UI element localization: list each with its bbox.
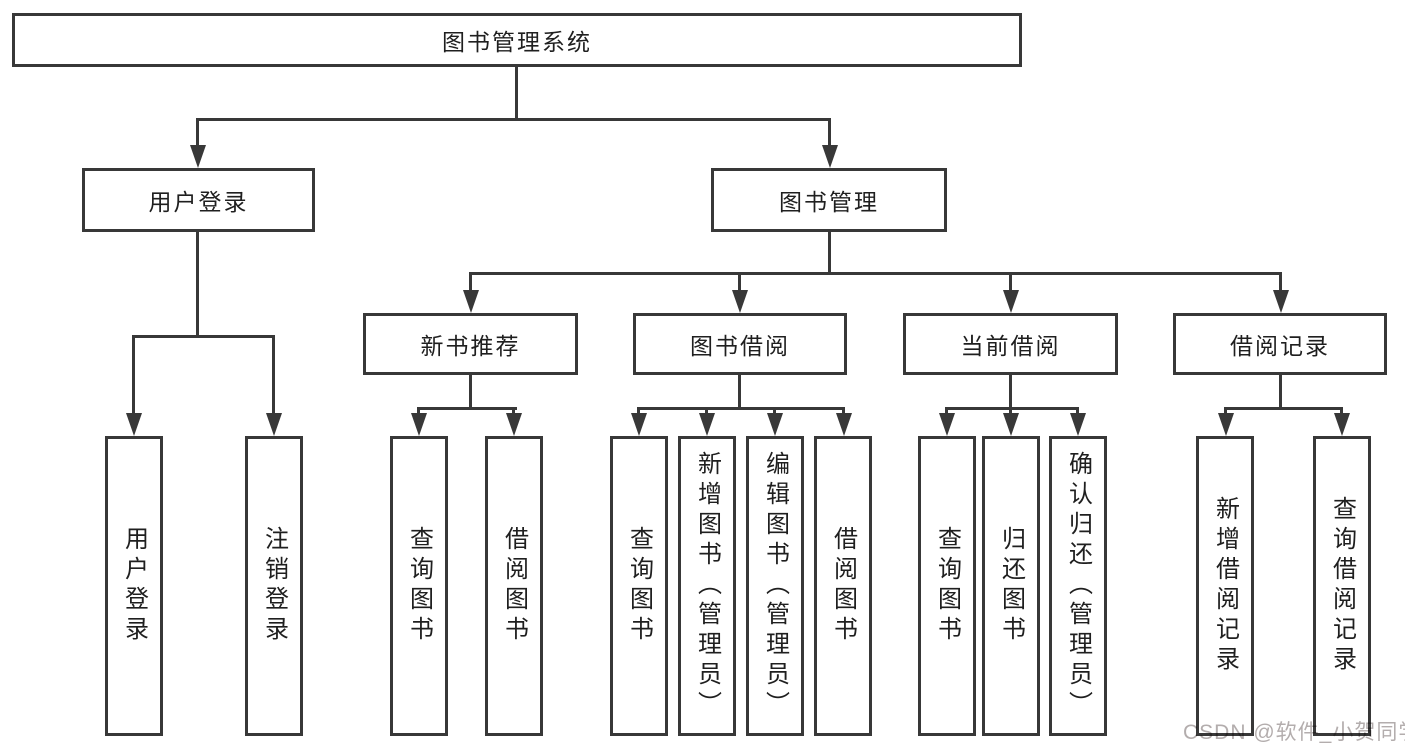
arrow-logout xyxy=(266,413,282,436)
leaf-query-books-current-label: 查询图书 xyxy=(933,526,961,646)
node-borrowing-records: 借阅记录 xyxy=(1173,313,1387,375)
node-book-management: 图书管理 xyxy=(711,168,947,232)
arrow-user-login xyxy=(190,145,206,168)
leaf-borrow-books-recommend: 借阅图书 xyxy=(485,436,543,736)
node-current-borrowing-label: 当前借阅 xyxy=(960,333,1061,359)
connector-records-rail xyxy=(1224,407,1343,410)
connector-drop-current-borrowing xyxy=(1009,272,1012,294)
connector-drop-book-borrowing xyxy=(738,272,741,294)
arrow-edit-books xyxy=(767,413,783,436)
connector-user-login-stub xyxy=(196,232,199,338)
connector-drop-add-books xyxy=(705,407,708,417)
connector-current-rail xyxy=(945,407,1079,410)
node-root: 图书管理系统 xyxy=(12,13,1022,67)
connector-drop-query-recommend xyxy=(417,407,420,417)
connector-current-stub xyxy=(1009,375,1012,410)
leaf-query-books-borrow-label: 查询图书 xyxy=(625,526,653,646)
arrow-borrow-recommend xyxy=(506,413,522,436)
leaf-query-books-borrow: 查询图书 xyxy=(610,436,668,736)
connector-drop-edit-books xyxy=(773,407,776,417)
connector-drop-borrowing-records xyxy=(1279,272,1282,294)
node-book-borrowing-label: 图书借阅 xyxy=(690,333,790,359)
arrow-login xyxy=(126,413,142,436)
leaf-borrow-books-recommend-label: 借阅图书 xyxy=(500,526,528,646)
leaf-edit-books-admin-label: 编辑图书（管理员） xyxy=(761,451,789,721)
connector-book-management-stub xyxy=(828,232,831,275)
arrow-query-record xyxy=(1334,413,1350,436)
connector-drop-query-borrow xyxy=(637,407,640,417)
connector-records-stub xyxy=(1279,375,1282,410)
connector-drop-query-current xyxy=(945,407,948,417)
connector-drop-user-login xyxy=(196,118,199,150)
arrow-query-borrow xyxy=(631,413,647,436)
arrow-book-management xyxy=(822,145,838,168)
connector-drop-book-management xyxy=(828,118,831,150)
connector-user-login-rail xyxy=(132,335,275,338)
leaf-login-label: 用户登录 xyxy=(120,526,148,646)
connector-drop-query-record xyxy=(1340,407,1343,417)
connector-drop-borrow-books xyxy=(842,407,845,417)
leaf-query-borrow-record-label: 查询借阅记录 xyxy=(1328,496,1356,676)
node-root-label: 图书管理系统 xyxy=(442,29,592,55)
leaf-query-borrow-record: 查询借阅记录 xyxy=(1313,436,1371,736)
leaf-borrow-books-label: 借阅图书 xyxy=(829,526,857,646)
node-current-borrowing: 当前借阅 xyxy=(903,313,1118,375)
node-new-book-recommend: 新书推荐 xyxy=(363,313,578,375)
connector-drop-new-book-recommend xyxy=(469,272,472,294)
leaf-logout: 注销登录 xyxy=(245,436,303,736)
connector-drop-login xyxy=(132,335,135,415)
leaf-login: 用户登录 xyxy=(105,436,163,736)
leaf-edit-books-admin: 编辑图书（管理员） xyxy=(746,436,804,736)
node-borrowing-records-label: 借阅记录 xyxy=(1230,333,1330,359)
leaf-add-books-admin: 新增图书（管理员） xyxy=(678,436,736,736)
csdn-watermark: CSDN @软件_小贺同学 xyxy=(1183,721,1405,744)
arrow-add-record xyxy=(1218,413,1234,436)
leaf-add-borrow-record-label: 新增借阅记录 xyxy=(1211,496,1239,676)
arrow-return-books xyxy=(1003,413,1019,436)
connector-book-borrow-stub xyxy=(738,375,741,410)
leaf-return-books-label: 归还图书 xyxy=(997,526,1025,646)
leaf-query-books-recommend-label: 查询图书 xyxy=(405,526,433,646)
leaf-borrow-books: 借阅图书 xyxy=(814,436,872,736)
connector-drop-borrow-recommend xyxy=(512,407,515,417)
arrow-borrow-books xyxy=(836,413,852,436)
arrow-new-book-recommend xyxy=(463,290,479,313)
connector-new-book-rail xyxy=(417,407,517,410)
connector-root-stub xyxy=(515,67,518,121)
leaf-logout-label: 注销登录 xyxy=(260,526,288,646)
node-book-management-label: 图书管理 xyxy=(779,189,879,215)
connector-drop-confirm-return xyxy=(1076,407,1079,417)
node-user-login: 用户登录 xyxy=(82,168,315,232)
leaf-confirm-return-admin: 确认归还（管理员） xyxy=(1049,436,1107,736)
leaf-add-books-admin-label: 新增图书（管理员） xyxy=(693,451,721,721)
leaf-query-books-recommend: 查询图书 xyxy=(390,436,448,736)
leaf-return-books: 归还图书 xyxy=(982,436,1040,736)
connector-drop-logout xyxy=(272,335,275,415)
connector-root-rail xyxy=(196,118,831,121)
connector-drop-return-books xyxy=(1009,407,1012,417)
connector-new-book-stub xyxy=(469,375,472,410)
connector-drop-add-record xyxy=(1224,407,1227,417)
arrow-book-borrowing xyxy=(732,290,748,313)
arrow-query-recommend xyxy=(411,413,427,436)
node-new-book-recommend-label: 新书推荐 xyxy=(420,333,521,359)
arrow-borrowing-records xyxy=(1273,290,1289,313)
arrow-query-current xyxy=(939,413,955,436)
leaf-query-books-current: 查询图书 xyxy=(918,436,976,736)
leaf-confirm-return-admin-label: 确认归还（管理员） xyxy=(1064,451,1092,721)
arrow-add-books xyxy=(699,413,715,436)
arrow-current-borrowing xyxy=(1003,290,1019,313)
connector-book-borrow-rail xyxy=(637,407,845,410)
node-user-login-label: 用户登录 xyxy=(148,189,249,215)
node-book-borrowing: 图书借阅 xyxy=(633,313,847,375)
arrow-confirm-return xyxy=(1070,413,1086,436)
connector-book-management-rail xyxy=(469,272,1282,275)
leaf-add-borrow-record: 新增借阅记录 xyxy=(1196,436,1254,736)
